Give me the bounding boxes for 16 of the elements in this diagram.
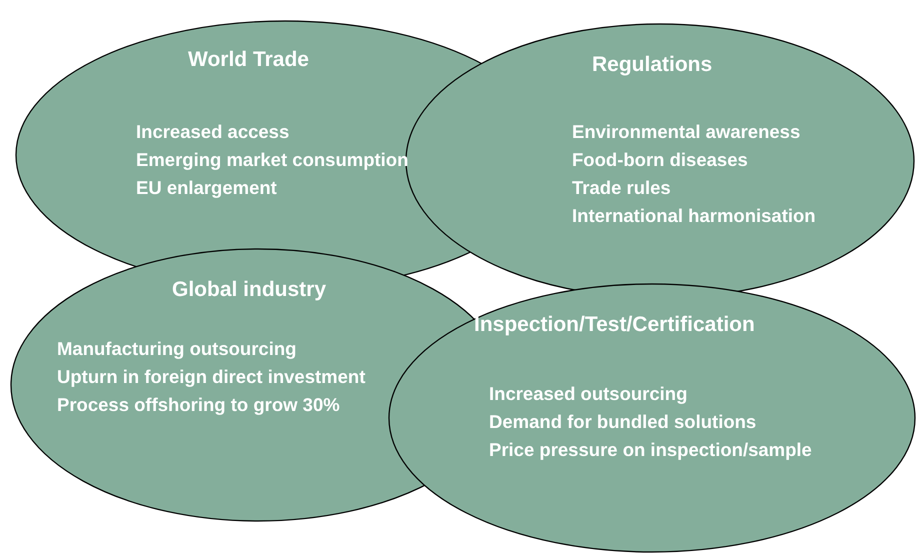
ellipse-heading: Regulations — [592, 53, 712, 77]
ellipse-heading: World Trade — [188, 48, 309, 72]
list-item: Increased outsourcing — [489, 382, 688, 406]
ellipse-heading: Inspection/Test/Certification — [474, 313, 755, 337]
list-item: Increased access — [136, 120, 290, 144]
list-item: Manufacturing outsourcing — [57, 337, 296, 361]
list-item: International harmonisation — [572, 204, 816, 228]
list-item: Demand for bundled solutions — [489, 410, 756, 434]
list-item: Food-born diseases — [572, 148, 748, 172]
list-item: EU enlargement — [136, 176, 277, 200]
list-item: Process offshoring to grow 30% — [57, 393, 340, 417]
list-item: Trade rules — [572, 176, 671, 200]
list-item: Upturn in foreign direct investment — [57, 365, 366, 389]
ellipse-heading: Global industry — [172, 278, 326, 302]
list-item: Environmental awareness — [572, 120, 800, 144]
list-item: Price pressure on inspection/sample — [489, 438, 812, 462]
